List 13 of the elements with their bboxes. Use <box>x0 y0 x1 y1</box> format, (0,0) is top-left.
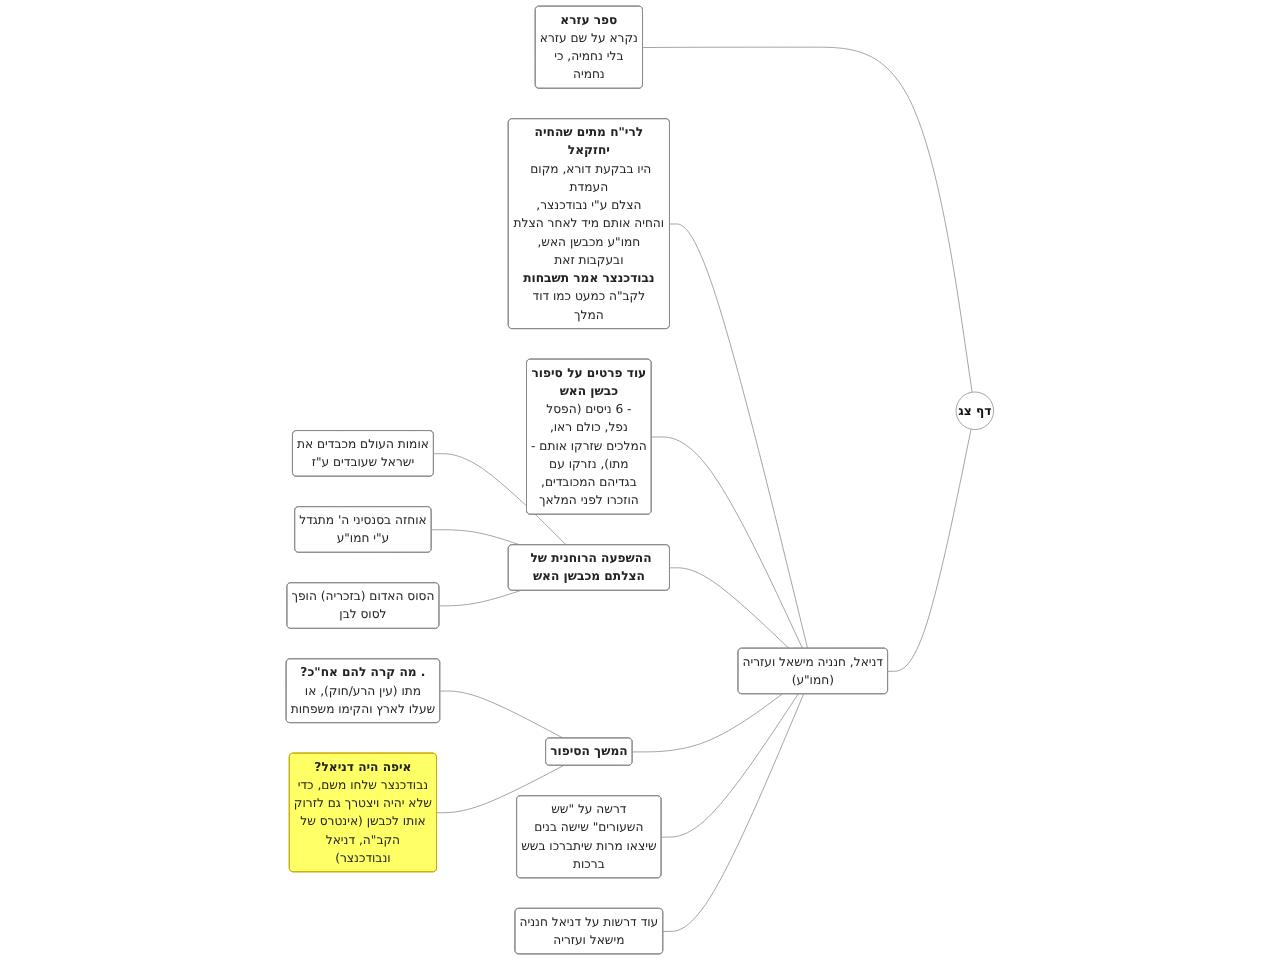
connector <box>662 693 805 932</box>
connector <box>439 690 564 739</box>
connector <box>661 693 799 838</box>
connector <box>669 223 809 649</box>
connector <box>431 529 521 546</box>
connector <box>433 453 567 546</box>
connector <box>642 46 973 393</box>
connector <box>436 765 564 814</box>
connector <box>887 428 972 672</box>
connector <box>439 590 521 607</box>
connector <box>632 693 783 753</box>
connector <box>651 436 804 649</box>
connector <box>669 567 790 649</box>
